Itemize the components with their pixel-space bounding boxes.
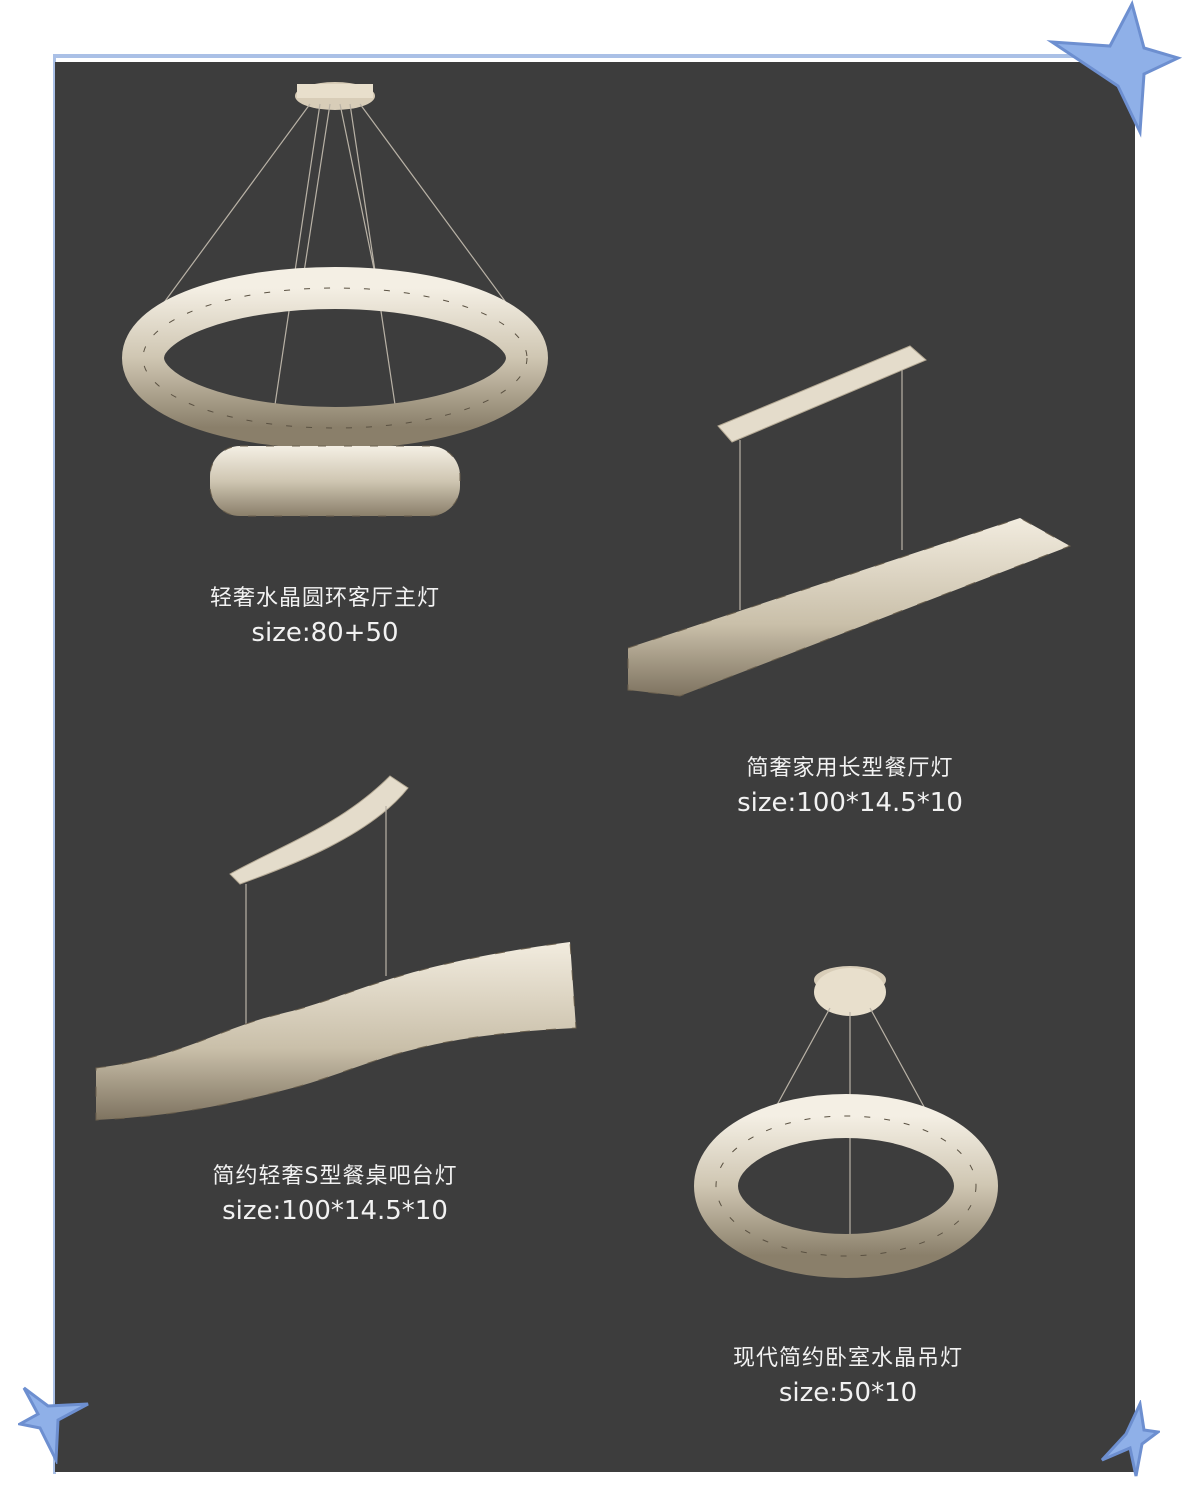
product-size: size:100*14.5*10 [737,788,963,818]
star-icon [1046,0,1182,138]
product-caption-4: 现代简约卧室水晶吊灯 size:50*10 [718,1340,978,1408]
frame-left-line [53,54,56,1474]
frame-top-line [55,54,1135,58]
product-caption-3: 简约轻奢S型餐桌吧台灯 size:100*14.5*10 [195,1158,475,1226]
single-ring-chandelier-image [694,966,998,1278]
product-name: 简约轻奢S型餐桌吧台灯 [212,1164,458,1189]
product-name: 简奢家用长型餐厅灯 [746,756,954,781]
star-icon [18,1386,89,1464]
product-caption-1: 轻奢水晶圆环客厅主灯 size:80+50 [190,580,460,648]
linear-chandelier-image [627,345,1072,697]
ring-chandelier-image [122,82,548,517]
product-name: 现代简约卧室水晶吊灯 [732,1346,963,1371]
product-caption-2: 简奢家用长型餐厅灯 size:100*14.5*10 [720,750,980,818]
s-shaped-chandelier-image [95,775,577,1121]
product-name: 轻奢水晶圆环客厅主灯 [209,586,440,611]
product-size: size:100*14.5*10 [222,1196,448,1226]
product-size: size:50*10 [778,1378,918,1408]
star-icon [1100,1400,1160,1477]
product-size: size:80+50 [251,618,399,648]
